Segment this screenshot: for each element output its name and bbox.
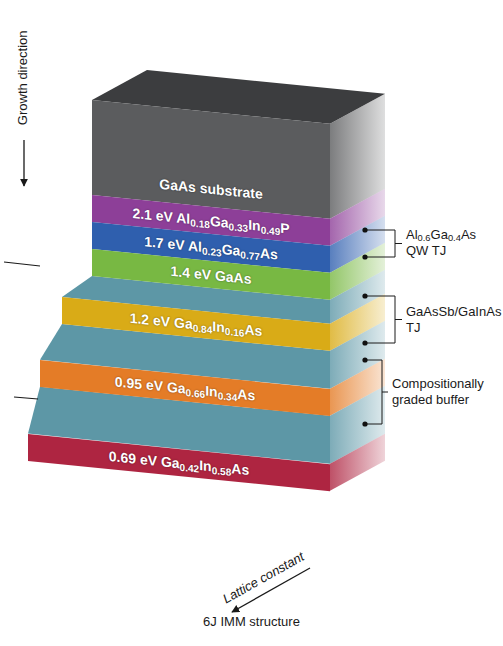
layer-side-face [330,434,385,491]
layer-label: 1.4 eV GaAs [171,262,252,286]
subscript: 0.33 [229,221,249,234]
bracket-leader [365,343,395,344]
bracket-tick [382,392,388,393]
bracket-tick [395,319,402,320]
subscript: 0.49 [261,224,281,237]
subscript: 0.42 [180,461,200,474]
junction-dot [362,421,367,426]
layer-label: GaAs substrate [159,176,262,202]
growth-direction-arrow [23,140,24,186]
bracket-leader [365,296,395,297]
junction-dot [362,227,367,232]
junction-dot [362,357,367,362]
formula-part: Ga [431,227,448,242]
formula-part: As [244,321,262,339]
subscript: 0.66 [186,386,206,399]
formula-part: Ga [222,240,241,258]
subscript: 0.58 [212,464,232,477]
formula-part: Ga [210,212,229,230]
bracket-tick [395,243,402,244]
figure-caption: 6J IMM structure [0,614,503,629]
formula-part: Lattice constant [221,549,308,607]
junction-dot [362,340,367,345]
formula-part: In [248,216,260,233]
subscript: 0.4 [448,234,461,244]
edge-tick [4,262,40,266]
formula-part: GaAsSb/GaInAs TJ [406,304,501,335]
formula-part: In [199,456,211,473]
formula-part: As [231,459,249,477]
junction-dot [362,293,367,298]
junction-dot [362,254,367,259]
bracket-leader [365,230,395,231]
formula-part: Growth direction [14,31,29,126]
formula-part: In [205,382,217,399]
formula-part: 1.7 eV Al [144,233,202,255]
formula-part: 2.1 eV Al [132,205,190,227]
formula-part: Compositionally graded buffer [392,376,484,407]
subscript: 0.23 [202,245,222,258]
formula-part: In [212,318,224,335]
subscript: 0.84 [193,322,213,335]
annotation-label: Lattice constant [221,549,308,607]
edge-tick [14,397,38,399]
annotation-label: Al0.6Ga0.4As QW TJ [406,227,499,258]
formula-part: 0.69 eV Ga [109,447,180,470]
annotation-label: GaAsSb/GaInAs TJ [406,304,499,335]
formula-part: 1.2 eV Ga [130,309,193,331]
formula-part: P [280,219,289,236]
subscript: 0.77 [240,249,260,262]
subscript: 0.34 [218,390,238,403]
formula-part: As [237,385,255,403]
formula-part: As [260,244,278,262]
formula-part: 0.95 eV Ga [115,373,186,396]
subscript: 0.6 [418,234,431,244]
bracket-leader [365,257,395,258]
formula-part: GaAs substrate [159,176,262,202]
formula-part: 1.4 eV GaAs [171,262,252,286]
annotation-label: Growth direction [14,31,30,126]
subscript: 0.18 [190,217,210,230]
subscript: 0.16 [225,325,245,338]
annotation-label: Compositionally graded buffer [392,376,499,407]
formula-part: Al [406,227,418,242]
